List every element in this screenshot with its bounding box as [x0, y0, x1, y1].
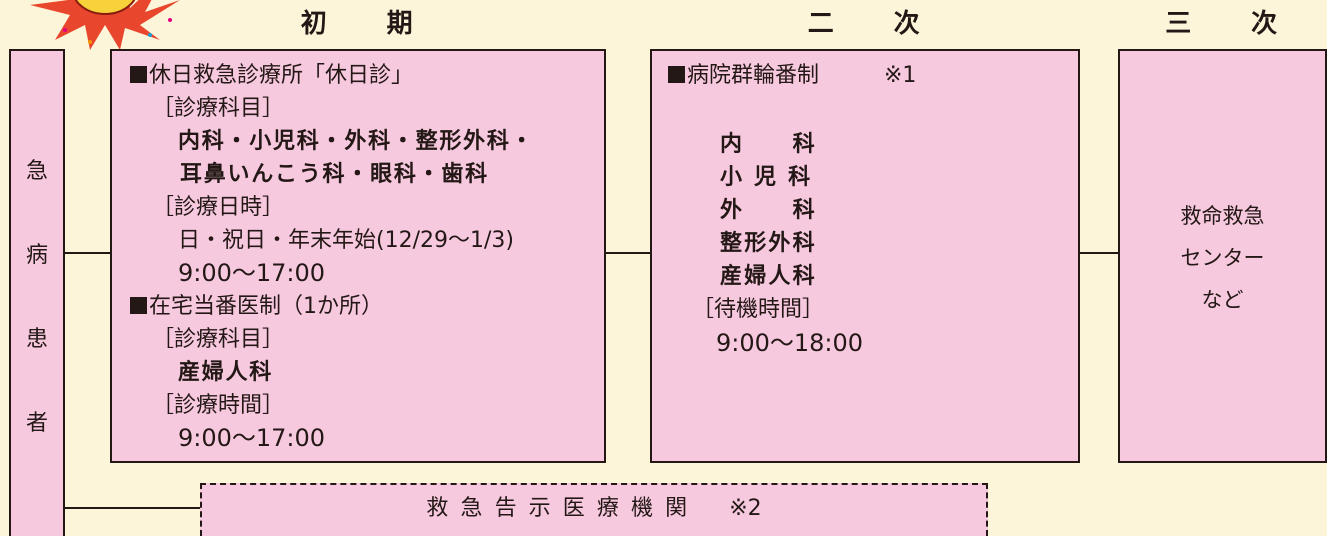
connector-patient-notice: [65, 507, 201, 509]
home-time: 9:00〜17:00: [178, 424, 326, 452]
sun-illustration: [30, 0, 180, 50]
notice-note: ※2: [729, 496, 762, 521]
secondary-dept: 整形外科: [720, 231, 817, 256]
connector-secondary-tertiary: [1079, 252, 1119, 254]
rotation-title: 病院群輪番制: [668, 59, 819, 92]
tertiary-line: など: [1201, 288, 1244, 312]
emergency-notice-box: 救急告示医療機関 ※2: [200, 483, 988, 536]
dept-label: ［診療科目］: [152, 96, 285, 121]
date-line: 日・祝日・年末年始(12/29〜1/3): [178, 228, 514, 253]
notice-label: 救急告示医療機関: [426, 496, 700, 521]
square-bullet-icon: [668, 66, 685, 83]
home-dept-label: ［診療科目］: [152, 327, 285, 352]
date-label: ［診療日時］: [152, 195, 285, 220]
header-primary: 初 期: [300, 9, 416, 39]
header-tertiary: 三 次: [1165, 9, 1280, 39]
secondary-dept: 産婦人科: [720, 264, 817, 289]
home-dept: 産婦人科: [178, 360, 274, 385]
secondary-dept: 内 科: [720, 132, 817, 157]
wait-time: 9:00〜18:00: [716, 329, 864, 357]
header-secondary: 二 次: [807, 9, 923, 39]
home-time-label: ［診療時間］: [152, 393, 285, 418]
dept-line-2: 耳鼻いんこう科・眼科・歯科: [180, 162, 489, 187]
secondary-dept: 小 児 科: [720, 165, 813, 190]
patient-box: 急 病 患 者: [9, 49, 65, 536]
rotation-note: ※1: [884, 63, 917, 88]
patient-char: 病: [25, 243, 48, 268]
secondary-dept: 外 科: [720, 198, 817, 223]
patient-char: 急: [25, 159, 48, 184]
dept-line-1: 内科・小児科・外科・整形外科・: [178, 129, 535, 154]
connector-primary-secondary: [605, 252, 651, 254]
secondary-care-box: 病院群輪番制 ※1 内 科 小 児 科 外 科 整形外科 産婦人科 ［待機時間］…: [650, 49, 1080, 463]
tertiary-line: センター: [1180, 246, 1265, 270]
time-line: 9:00〜17:00: [178, 259, 326, 287]
patient-char: 者: [25, 411, 48, 436]
holiday-clinic-title: 休日救急診療所「休日診」: [130, 59, 413, 92]
primary-care-box: 休日救急診療所「休日診」 ［診療科目］ 内科・小児科・外科・整形外科・ 耳鼻いん…: [110, 49, 606, 463]
wait-label: ［待機時間］: [692, 297, 825, 322]
square-bullet-icon: [130, 297, 147, 314]
tertiary-care-box: 救命救急 センター など: [1118, 49, 1327, 463]
home-duty-title: 在宅当番医制（1か所）: [130, 290, 383, 323]
patient-char: 患: [25, 327, 48, 352]
tertiary-line: 救命救急: [1180, 204, 1265, 228]
connector-patient-primary: [65, 252, 111, 254]
square-bullet-icon: [130, 66, 147, 83]
